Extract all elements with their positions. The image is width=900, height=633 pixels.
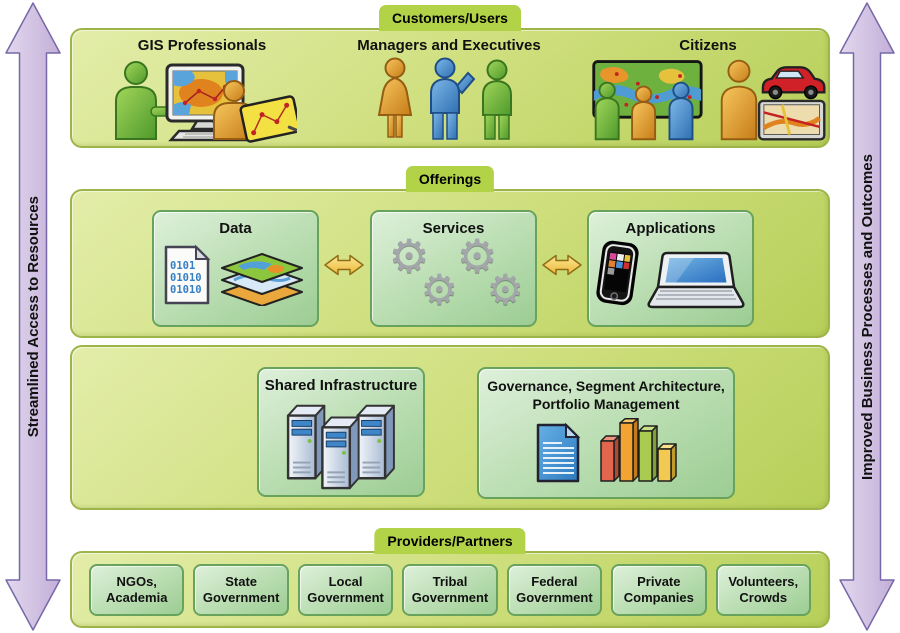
group-citizens: Citizens bbox=[588, 37, 828, 141]
group-managers-executives: Managers and Executives bbox=[349, 37, 549, 141]
provider-label-line1: Private bbox=[637, 573, 681, 589]
provider-label-line2: Crowds bbox=[739, 589, 788, 605]
double-arrow-icon bbox=[542, 254, 582, 276]
gears-icon: ⚙ ⚙ ⚙ ⚙ bbox=[379, 233, 529, 319]
provider-label-line2: Government bbox=[307, 589, 384, 605]
group-label: Citizens bbox=[679, 37, 737, 54]
right-arrow-label: Improved Business Processes and Outcomes bbox=[858, 153, 876, 480]
binary-document-icon: 0101 01010 01010 bbox=[164, 244, 210, 305]
provider-label-line1: Federal bbox=[531, 573, 578, 589]
box-label: Applications bbox=[625, 220, 716, 237]
group-label: Managers and Executives bbox=[357, 37, 541, 54]
gear-icon: ⚙ bbox=[486, 265, 525, 314]
gear-icon: ⚙ bbox=[420, 265, 459, 314]
servers-icon bbox=[286, 404, 395, 490]
box-services: Services ⚙ ⚙ ⚙ ⚙ bbox=[370, 210, 537, 327]
group-gis-professionals: GIS Professionals bbox=[97, 37, 307, 143]
box-label: Data bbox=[219, 220, 252, 237]
double-headed-up-down-arrow-icon bbox=[5, 2, 61, 631]
policy-document-icon bbox=[536, 422, 581, 483]
box-label-line1: Governance, Segment Architecture, bbox=[487, 378, 725, 394]
provider-label-line1: State bbox=[225, 573, 258, 589]
citizens-map-board-icon bbox=[592, 60, 703, 141]
box-shared-infrastructure: Shared Infrastructure bbox=[257, 367, 425, 497]
provider-label-line1: NGOs, bbox=[116, 573, 157, 589]
provider-box-state-government: State Government bbox=[193, 563, 289, 616]
provider-box-tribal-government: Tribal Government bbox=[402, 563, 498, 616]
svg-text:01010: 01010 bbox=[170, 272, 202, 284]
group-label: GIS Professionals bbox=[137, 37, 267, 54]
left-vertical-arrow: Streamlined Access to Resources bbox=[2, 0, 64, 633]
right-vertical-arrow: Improved Business Processes and Outcomes bbox=[836, 0, 898, 633]
provider-box-private-companies: Private Companies bbox=[611, 563, 707, 616]
laptop-icon bbox=[646, 251, 745, 309]
managers-executives-icon bbox=[377, 57, 512, 140]
provider-label-line1: Tribal bbox=[432, 573, 468, 589]
provider-box-volunteers-crowds: Volunteers, Crowds bbox=[715, 563, 811, 616]
tab-offerings: Offerings bbox=[405, 166, 495, 192]
gear-icon: ⚙ bbox=[456, 229, 498, 283]
box-governance: Governance, Segment Architecture, Portfo… bbox=[477, 367, 735, 499]
band-customers: GIS Professionals bbox=[70, 28, 830, 148]
map-layers-icon bbox=[220, 253, 303, 306]
diagram-main: Customers/Users GIS Professionals bbox=[70, 0, 830, 633]
gear-icon: ⚙ bbox=[388, 229, 430, 283]
provider-box-ngos-academia: NGOs, Academia bbox=[89, 563, 185, 616]
provider-label-line2: Academia bbox=[106, 589, 168, 605]
svg-text:0101: 0101 bbox=[170, 260, 195, 272]
box-label: Shared Infrastructure bbox=[264, 377, 418, 394]
box-applications: Applications bbox=[587, 210, 754, 327]
provider-label-line1: Local bbox=[328, 573, 363, 589]
box-data: Data 0101 01010 01010 bbox=[152, 210, 319, 327]
svg-text:01010: 01010 bbox=[170, 284, 202, 296]
citizen-car-navigation-icon bbox=[720, 59, 826, 141]
box-label: Services bbox=[422, 220, 485, 237]
provider-label-line2: Government bbox=[516, 589, 593, 605]
provider-box-local-government: Local Government bbox=[297, 563, 394, 616]
smartphone-icon bbox=[595, 240, 639, 306]
provider-box-federal-government: Federal Government bbox=[506, 563, 603, 616]
box-label-line2: Portfolio Management bbox=[532, 395, 680, 412]
tab-customers-users: Customers/Users bbox=[379, 5, 521, 31]
provider-label-line2: Government bbox=[202, 589, 280, 605]
double-headed-up-down-arrow-icon bbox=[839, 2, 895, 631]
band-foundation: Shared Infrastructure bbox=[70, 345, 830, 510]
left-arrow-label: Streamlined Access to Resources bbox=[24, 195, 42, 438]
band-providers: NGOs, Academia State Government Local Go… bbox=[70, 551, 830, 628]
provider-label-line2: Government bbox=[411, 589, 489, 605]
provider-label-line2: Companies bbox=[623, 589, 694, 605]
provider-label-line1: Volunteers, bbox=[728, 573, 799, 589]
bar-chart-icon bbox=[600, 418, 677, 482]
band-offerings: Data 0101 01010 01010 bbox=[70, 189, 830, 338]
double-arrow-icon bbox=[324, 254, 364, 276]
gis-professionals-icon bbox=[115, 61, 297, 143]
tab-providers-partners: Providers/Partners bbox=[374, 528, 526, 554]
